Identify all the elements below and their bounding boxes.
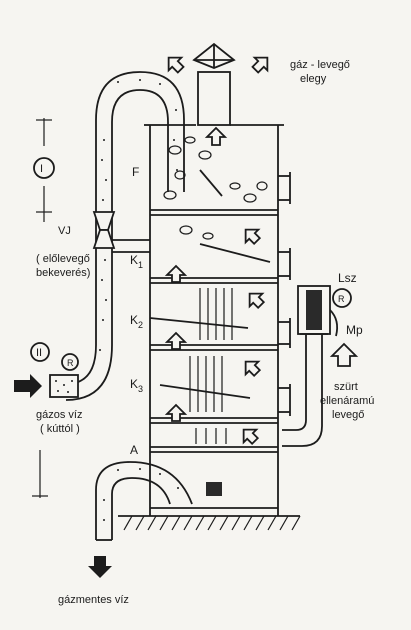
label-roman-two: II (36, 347, 42, 359)
air-arrow-k3 (164, 403, 188, 422)
outlet-pipe (95, 461, 193, 541)
label-roman-one: I (40, 163, 43, 175)
filtered-air-arrow (329, 342, 359, 367)
column-shell (144, 124, 284, 516)
label-a: A (130, 443, 138, 457)
air-filter-unit (282, 285, 352, 447)
air-arrow-k1 (164, 264, 188, 283)
venturi-nozzle (92, 211, 150, 253)
label-lsz: Lsz (338, 271, 357, 285)
degassed-water-arrow (88, 556, 112, 578)
exhaust-arrow-up (204, 126, 228, 146)
air-arrow-diag-4 (242, 428, 260, 446)
dimension-ii (30, 342, 79, 498)
dimension-i (33, 118, 55, 222)
foam-bubbles (163, 136, 268, 240)
label-r-right: R (338, 294, 345, 304)
ground-foundation (118, 515, 301, 531)
water-droplets (189, 288, 233, 444)
outlet-grate (206, 482, 222, 496)
tray-k1 (150, 243, 278, 284)
exhaust-stack (192, 42, 236, 126)
label-gas-air-mixture-2: elegy (300, 73, 327, 85)
exhaust-arrow-right (251, 56, 269, 74)
label-pre-air-2: bekeverés) (36, 267, 90, 279)
column-flanges (278, 172, 291, 416)
label-k3: K3 (130, 377, 143, 394)
air-arrow-diag-2 (248, 292, 266, 310)
label-gas-water-1: gázos víz (36, 409, 82, 421)
label-mp: Mp (346, 323, 363, 337)
tray-k2 (149, 317, 278, 351)
air-arrow-k2 (164, 331, 188, 350)
label-filtered-air-1: szürt (334, 381, 358, 393)
inlet-water-arrow (14, 374, 42, 398)
label-f: F (132, 165, 139, 179)
label-gas-water-2: ( kúttól ) (40, 423, 80, 435)
label-vj: VJ (58, 225, 71, 237)
label-pre-air-1: ( előlevegő (36, 253, 90, 265)
tray-f (150, 169, 278, 216)
tray-a (150, 446, 278, 453)
air-arrow-diag-1 (244, 228, 262, 246)
label-degassed-water: gázmentes víz (58, 594, 129, 606)
label-r-left: R (67, 358, 74, 368)
label-filtered-air-3: levegő (332, 409, 364, 421)
air-arrow-diag-3 (244, 360, 262, 378)
exhaust-arrow-left (167, 56, 185, 74)
label-k1: K1 (130, 253, 143, 270)
label-filtered-air-2: ellenáramú (320, 395, 374, 407)
label-gas-air-mixture-1: gáz - levegő (290, 59, 350, 71)
inlet-pump-box (49, 374, 79, 398)
label-k2: K2 (130, 313, 143, 330)
